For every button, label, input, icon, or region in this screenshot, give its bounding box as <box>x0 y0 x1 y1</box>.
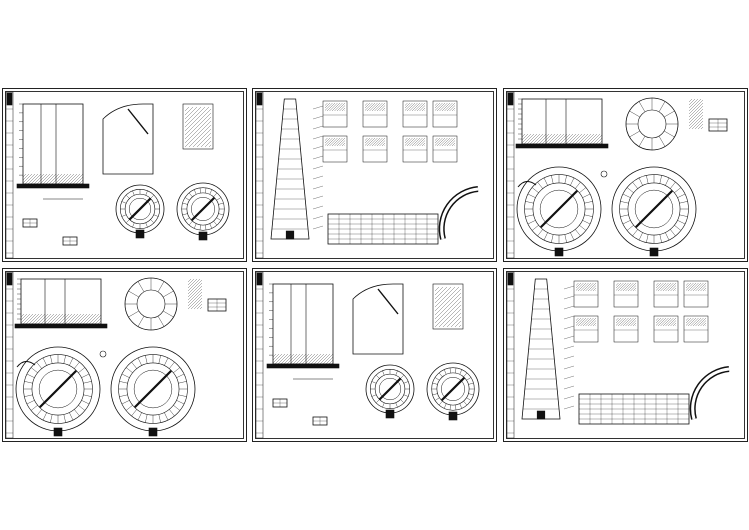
drawing-sheet-4 <box>2 268 247 442</box>
sheet-2-linework <box>255 91 479 259</box>
sheet-1-linework <box>5 91 230 259</box>
sheet-5-linework <box>255 271 480 439</box>
sheet-3-linework <box>506 91 728 259</box>
drawing-sheet-6 <box>503 268 748 442</box>
drawing-sheet-5 <box>252 268 497 442</box>
drawing-sheet-1 <box>2 88 247 262</box>
drawing-sheet-2 <box>252 88 497 262</box>
sheet-4-linework <box>5 271 227 439</box>
sheet-6-linework <box>506 271 730 439</box>
drawing-sheet-3 <box>503 88 748 262</box>
